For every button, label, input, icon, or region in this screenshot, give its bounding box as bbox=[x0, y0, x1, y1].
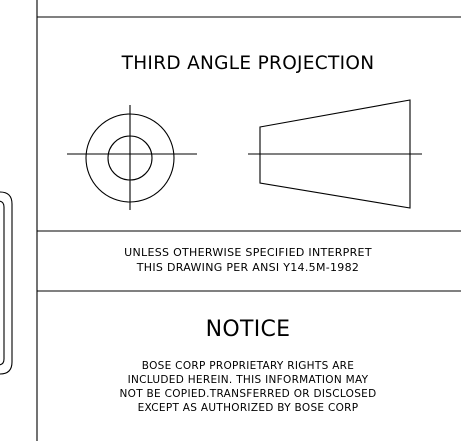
notice-heading: NOTICE bbox=[206, 317, 291, 342]
interpret-note-line-2: THIS DRAWING PER ANSI Y14.5M-1982 bbox=[136, 261, 359, 274]
projection-symbol-side-view bbox=[248, 99, 422, 209]
projection-symbol-front-view bbox=[67, 105, 197, 210]
left-frame-outline bbox=[0, 191, 13, 375]
notice-body-line-4: EXCEPT AS AUTHORIZED BY BOSE CORP bbox=[138, 402, 359, 414]
notice-body-line-3: NOT BE COPIED.TRANSFERRED OR DISCLOSED bbox=[119, 388, 376, 400]
left-frame-inner-outline bbox=[0, 200, 5, 366]
projection-title: THIRD ANGLE PROJECTION bbox=[121, 53, 375, 74]
notice-body-line-2: INCLUDED HEREIN. THIS INFORMATION MAY bbox=[128, 374, 369, 386]
notice-body-line-1: BOSE CORP PROPRIETARY RIGHTS ARE bbox=[142, 360, 354, 372]
truncated-cone-outline bbox=[259, 99, 411, 209]
interpret-note-line-1: UNLESS OTHERWISE SPECIFIED INTERPRET bbox=[124, 246, 372, 259]
